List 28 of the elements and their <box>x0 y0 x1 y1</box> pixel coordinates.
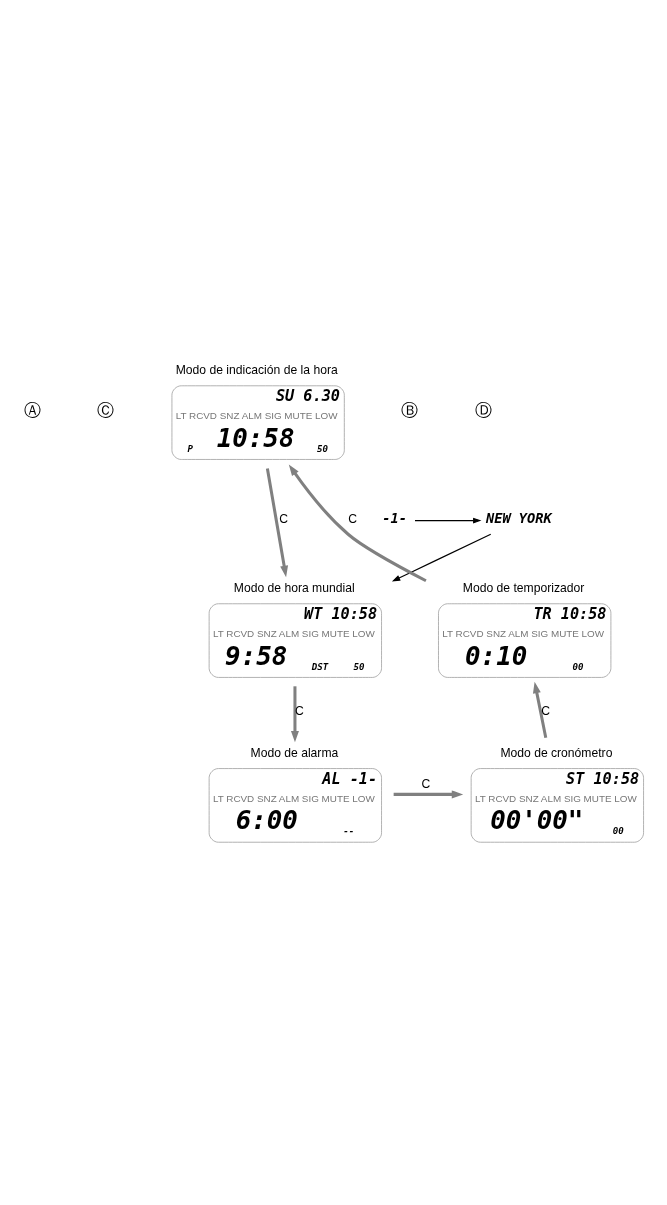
node-box: TR 10:58 LT RCVD SNZ ALM SIG MUTE LOW 0:10 00 <box>438 602 612 678</box>
node-box: AL -1- LT RCVD SNZ ALM SIG MUTE LOW 6:00 -- <box>208 767 382 843</box>
edge-label: C <box>295 703 304 718</box>
node-text: -1- <box>382 509 407 526</box>
node-text: NEW YORK <box>485 509 552 526</box>
node-box: ST 10:58 LT RCVD SNZ ALM SIG MUTE LOW 00'00" 00 <box>470 767 644 843</box>
node-box: SU 6.30 LT RCVD SNZ ALM SIG MUTE LOW P 10:58 50 <box>171 384 345 460</box>
node-label: Modo de cronómetro <box>500 745 613 760</box>
arrow <box>265 467 289 577</box>
edge-label: C <box>541 703 550 718</box>
arrow <box>393 789 464 798</box>
label: Ⓓ <box>474 400 492 420</box>
label: Ⓒ <box>97 400 115 420</box>
label: Ⓑ <box>401 400 419 420</box>
arrow <box>532 681 548 738</box>
node-label: Modo de hora mundial <box>233 580 355 595</box>
arrow <box>290 685 299 742</box>
node-label: Modo de alarma <box>250 745 339 760</box>
node-label: Modo de indicación de la hora <box>175 362 338 377</box>
node-box: WT 10:58 LT RCVD SNZ ALM SIG MUTE LOW 9:58 DST 50 <box>208 602 382 678</box>
arrow <box>391 533 492 582</box>
node-label: Modo de temporizador <box>462 580 585 595</box>
edge-label: C <box>279 511 288 526</box>
label: Ⓐ <box>23 400 41 420</box>
arrow <box>288 463 427 582</box>
edge-label: C <box>348 511 358 526</box>
edge-label: C <box>421 776 431 791</box>
arrow <box>414 517 482 524</box>
